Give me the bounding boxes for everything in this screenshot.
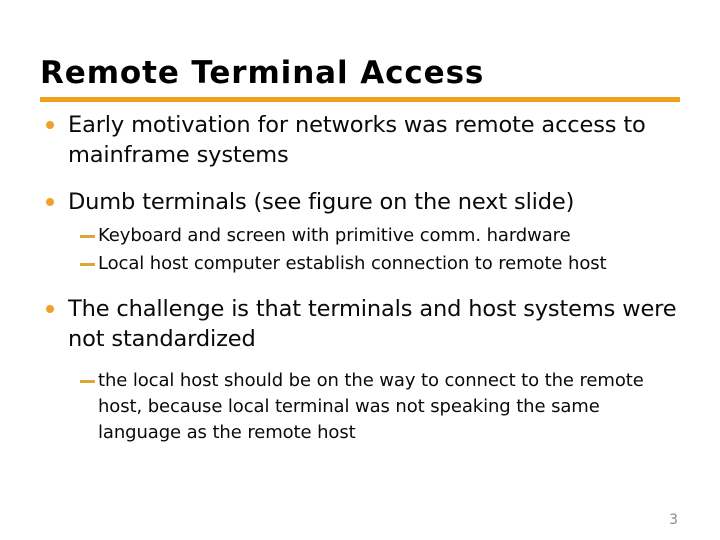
title-block: Remote Terminal Access [40, 55, 680, 91]
em-dash-icon [80, 263, 95, 266]
sub-list-item-label: the local host should be on the way to c… [98, 370, 644, 443]
list-item: The challenge is that terminals and host… [40, 294, 685, 354]
em-dash-icon [80, 380, 95, 383]
sub-list-item-label: Local host computer establish connection… [98, 253, 607, 274]
round-bullet-icon [46, 121, 54, 129]
title-underline-rule [40, 97, 680, 102]
sub-list-item: Keyboard and screen with primitive comm.… [40, 223, 685, 249]
list-item-label: Early motivation for networks was remote… [68, 112, 646, 168]
sub-list-item: the local host should be on the way to c… [40, 368, 685, 446]
list-item-label: Dumb terminals (see figure on the next s… [68, 189, 575, 215]
sub-list-item: Local host computer establish connection… [40, 251, 685, 277]
list-item: Early motivation for networks was remote… [40, 110, 685, 170]
sub-list-group: Keyboard and screen with primitive comm.… [40, 223, 685, 277]
slide-body-content: Early motivation for networks was remote… [40, 110, 685, 450]
round-bullet-icon [46, 198, 54, 206]
round-bullet-icon [46, 305, 54, 313]
sub-list-item-label: Keyboard and screen with primitive comm.… [98, 225, 571, 246]
list-item-label: The challenge is that terminals and host… [68, 296, 677, 352]
list-item: Dumb terminals (see figure on the next s… [40, 187, 685, 217]
sub-list-group: the local host should be on the way to c… [40, 368, 685, 446]
em-dash-icon [80, 235, 95, 238]
page-number: 3 [669, 512, 678, 528]
page-title: Remote Terminal Access [40, 55, 485, 91]
